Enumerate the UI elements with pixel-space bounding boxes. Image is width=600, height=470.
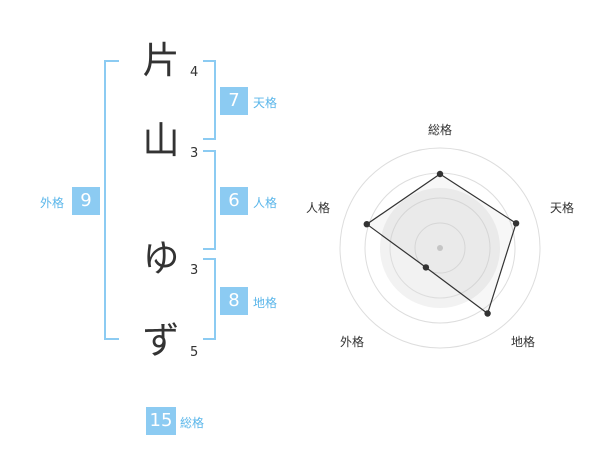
radar-center <box>437 245 443 251</box>
radar-label-jinkaku: 人格 <box>306 201 331 215</box>
radar-ring <box>414 222 466 274</box>
jinkaku-value: 6 <box>220 187 248 215</box>
chikaku-value: 8 <box>220 287 248 315</box>
gaikaku-label: 外格 <box>40 196 65 210</box>
stroke-count-1: 4 <box>190 65 199 80</box>
radar-label-soukaku: 総格 <box>428 123 453 137</box>
radar-label-chikaku: 地格 <box>511 335 536 349</box>
tenkaku-label: 天格 <box>253 96 278 110</box>
radar-grid <box>339 147 541 349</box>
soukaku-label: 総格 <box>180 416 205 430</box>
radar-point-1 <box>436 170 444 178</box>
radar-point-3 <box>484 310 491 317</box>
stroke-count-4: 5 <box>190 345 199 360</box>
name-char-2: 山 <box>142 119 180 162</box>
radar-series <box>365 173 517 315</box>
stroke-count-2: 3 <box>190 146 199 161</box>
name-char-3: ゆ <box>142 237 180 280</box>
gaikaku-value: 9 <box>72 187 100 215</box>
radar-label-gaikaku: 外格 <box>340 335 365 349</box>
stroke-count-3: 3 <box>190 263 199 278</box>
chikaku-bracket <box>203 258 216 340</box>
radar-point-2 <box>512 220 520 227</box>
gaikaku-bracket <box>104 60 119 340</box>
radar-points <box>363 170 520 317</box>
jinkaku-label: 人格 <box>253 196 278 210</box>
tenkaku-value: 7 <box>220 87 248 115</box>
radar-point-5 <box>363 221 370 228</box>
radar-ring <box>339 147 541 349</box>
soukaku-value: 15 <box>146 407 176 435</box>
name-char-4: ず <box>142 319 180 362</box>
radar-polygon <box>365 173 517 315</box>
jinkaku-bracket <box>203 150 216 250</box>
radar-point-4 <box>422 264 430 271</box>
radar-ring <box>389 197 491 299</box>
radar-label-tenkaku: 天格 <box>550 201 575 215</box>
chikaku-label: 地格 <box>253 296 278 310</box>
tenkaku-bracket <box>203 60 216 140</box>
name-char-1: 片 <box>142 39 180 82</box>
